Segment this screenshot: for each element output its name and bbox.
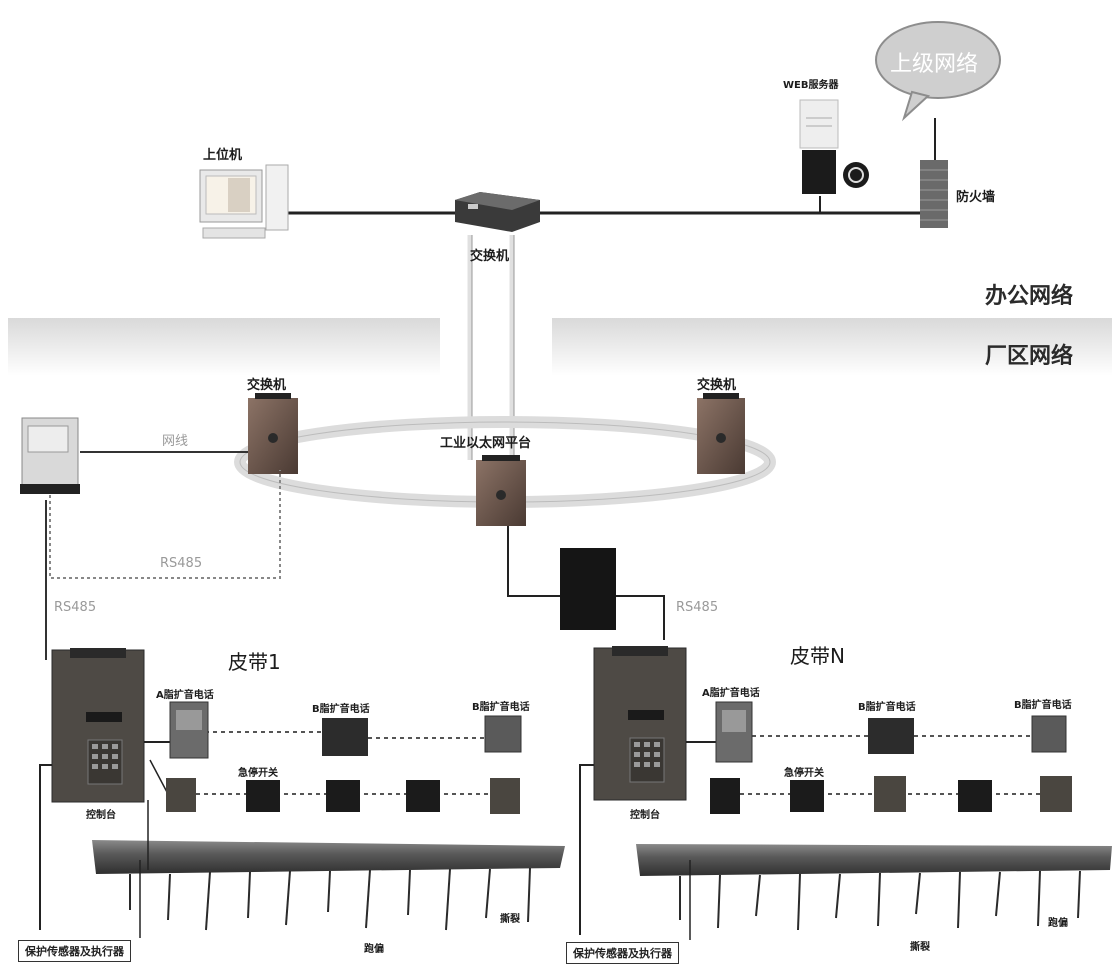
belt-1-sensor-box: 保护传感器及执行器 <box>18 940 131 962</box>
firewall-label: 防火墙 <box>956 186 995 205</box>
belt-1-phone-b-label: B脂扩音电话 <box>312 700 370 715</box>
network-cable-label: 网线 <box>162 430 188 449</box>
belt-n-tag-2: 跑偏 <box>1048 914 1068 929</box>
plant-switch-right-label: 交换机 <box>697 374 736 393</box>
office-switch-label: 交换机 <box>470 245 509 264</box>
office-zone-label: 办公网络 <box>985 278 1073 310</box>
belt-1-console-label: 控制台 <box>86 806 116 821</box>
rs485-dotted-label: RS485 <box>160 556 202 571</box>
belt-n-phone-b-label: B脂扩音电话 <box>858 698 916 713</box>
belt-1-phone-b2-label: B脂扩音电话 <box>472 698 530 713</box>
belt-n-phone-a-label: A脂扩音电话 <box>702 684 760 699</box>
belt-1-group <box>40 648 565 938</box>
host-computer-label: 上位机 <box>203 144 242 163</box>
rs485-left-label: RS485 <box>54 600 96 615</box>
belt-n-title: 皮带N <box>790 640 845 669</box>
plant-switch-left-label: 交换机 <box>247 374 286 393</box>
monitor-controller-icon <box>20 418 80 494</box>
belt-1-phone-a-label: A脂扩音电话 <box>156 686 214 701</box>
belt-1-title: 皮带1 <box>228 646 281 675</box>
plant-switch-right-icon <box>697 393 745 474</box>
belt-n-sensor-box: 保护传感器及执行器 <box>566 942 679 964</box>
firewall-icon <box>920 160 948 228</box>
gateway-device-icon <box>560 548 616 630</box>
office-switch-icon <box>455 192 540 232</box>
belt-n-console-label: 控制台 <box>630 806 660 821</box>
belt-n-estop-label: 急停开关 <box>784 764 824 779</box>
belt-n-phone-b2-label: B脂扩音电话 <box>1014 696 1072 711</box>
host-computer-icon <box>200 165 288 238</box>
belt-1-tag-2: 撕裂 <box>500 910 520 925</box>
rs485-right-label: RS485 <box>676 600 718 615</box>
platform-label: 工业以太网平台 <box>440 432 531 451</box>
belt-1-tag-1: 跑偏 <box>364 940 384 955</box>
plant-zone-label: 厂区网络 <box>985 338 1073 370</box>
plant-band-left <box>8 318 440 376</box>
cloud-label: 上级网络 <box>890 46 978 78</box>
belt-1-estop-label: 急停开关 <box>238 764 278 779</box>
belt-n-tag-1: 撕裂 <box>910 938 930 953</box>
web-server-label: WEB服务器 <box>783 76 838 91</box>
plant-switch-left-icon <box>248 393 298 474</box>
belt-n-group <box>580 646 1112 940</box>
platform-switch-icon <box>476 455 526 526</box>
web-server-icon <box>800 100 869 194</box>
